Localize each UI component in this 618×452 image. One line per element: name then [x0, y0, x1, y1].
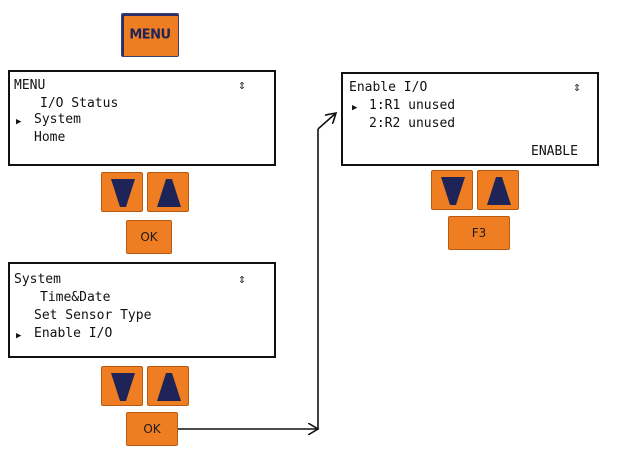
- menu-item-set-sensor-type[interactable]: Set Sensor Type: [34, 308, 152, 323]
- scroll-indicator-icon: ⇕: [238, 78, 246, 93]
- down-arrow-button[interactable]: [431, 170, 473, 210]
- ok-button-label: OK: [140, 230, 158, 244]
- ok-button[interactable]: OK: [126, 412, 178, 446]
- screen-title: System: [14, 272, 61, 287]
- selection-cursor-icon: ▶: [16, 331, 22, 341]
- scroll-indicator-icon: ⇕: [238, 272, 246, 287]
- up-arrow-button[interactable]: [477, 170, 519, 210]
- up-arrow-button[interactable]: [147, 366, 189, 406]
- screen-title: MENU: [14, 78, 46, 93]
- down-arrow-button[interactable]: [101, 172, 143, 212]
- ok-button-label: OK: [143, 422, 161, 436]
- down-arrow-icon: [111, 373, 135, 401]
- f3-button-label: F3: [471, 226, 487, 240]
- down-arrow-icon: [111, 179, 135, 207]
- menu-item-enable-io[interactable]: Enable I/O: [34, 326, 113, 341]
- up-arrow-icon: [157, 179, 181, 207]
- selection-cursor-icon: ▶: [352, 103, 358, 113]
- selection-cursor-icon: ▶: [16, 117, 22, 127]
- ok-button[interactable]: OK: [126, 220, 172, 254]
- menu-button-label: MENU: [129, 27, 171, 43]
- menu-item-system[interactable]: System: [34, 112, 81, 127]
- io-item-r1[interactable]: 1:R1 unused: [369, 98, 456, 113]
- arrow-into-enable-screen: [317, 113, 336, 130]
- lcd-screen-system: System ⇕ Time&Date Set Sensor Type ▶ Ena…: [8, 262, 276, 358]
- menu-item-time-date[interactable]: Time&Date: [40, 290, 111, 305]
- lcd-screen-enable-io: Enable I/O ⇕ ▶ 1:R1 unused 2:R2 unused E…: [341, 72, 599, 166]
- io-item-r2[interactable]: 2:R2 unused: [369, 116, 456, 131]
- up-arrow-button[interactable]: [147, 172, 189, 212]
- down-arrow-icon: [441, 177, 465, 205]
- scroll-indicator-icon: ⇕: [573, 80, 581, 95]
- menu-item-io-status[interactable]: I/O Status: [40, 96, 119, 111]
- lcd-screen-menu: MENU ⇕ I/O Status ▶ System Home: [8, 70, 276, 166]
- f3-button[interactable]: F3: [448, 216, 510, 250]
- softkey-enable-label: ENABLE: [531, 144, 578, 159]
- down-arrow-button[interactable]: [101, 366, 143, 406]
- up-arrow-icon: [157, 373, 181, 401]
- up-arrow-icon: [487, 177, 511, 205]
- screen-title: Enable I/O: [349, 80, 428, 95]
- menu-item-home[interactable]: Home: [34, 130, 66, 145]
- menu-button[interactable]: MENU: [121, 13, 179, 57]
